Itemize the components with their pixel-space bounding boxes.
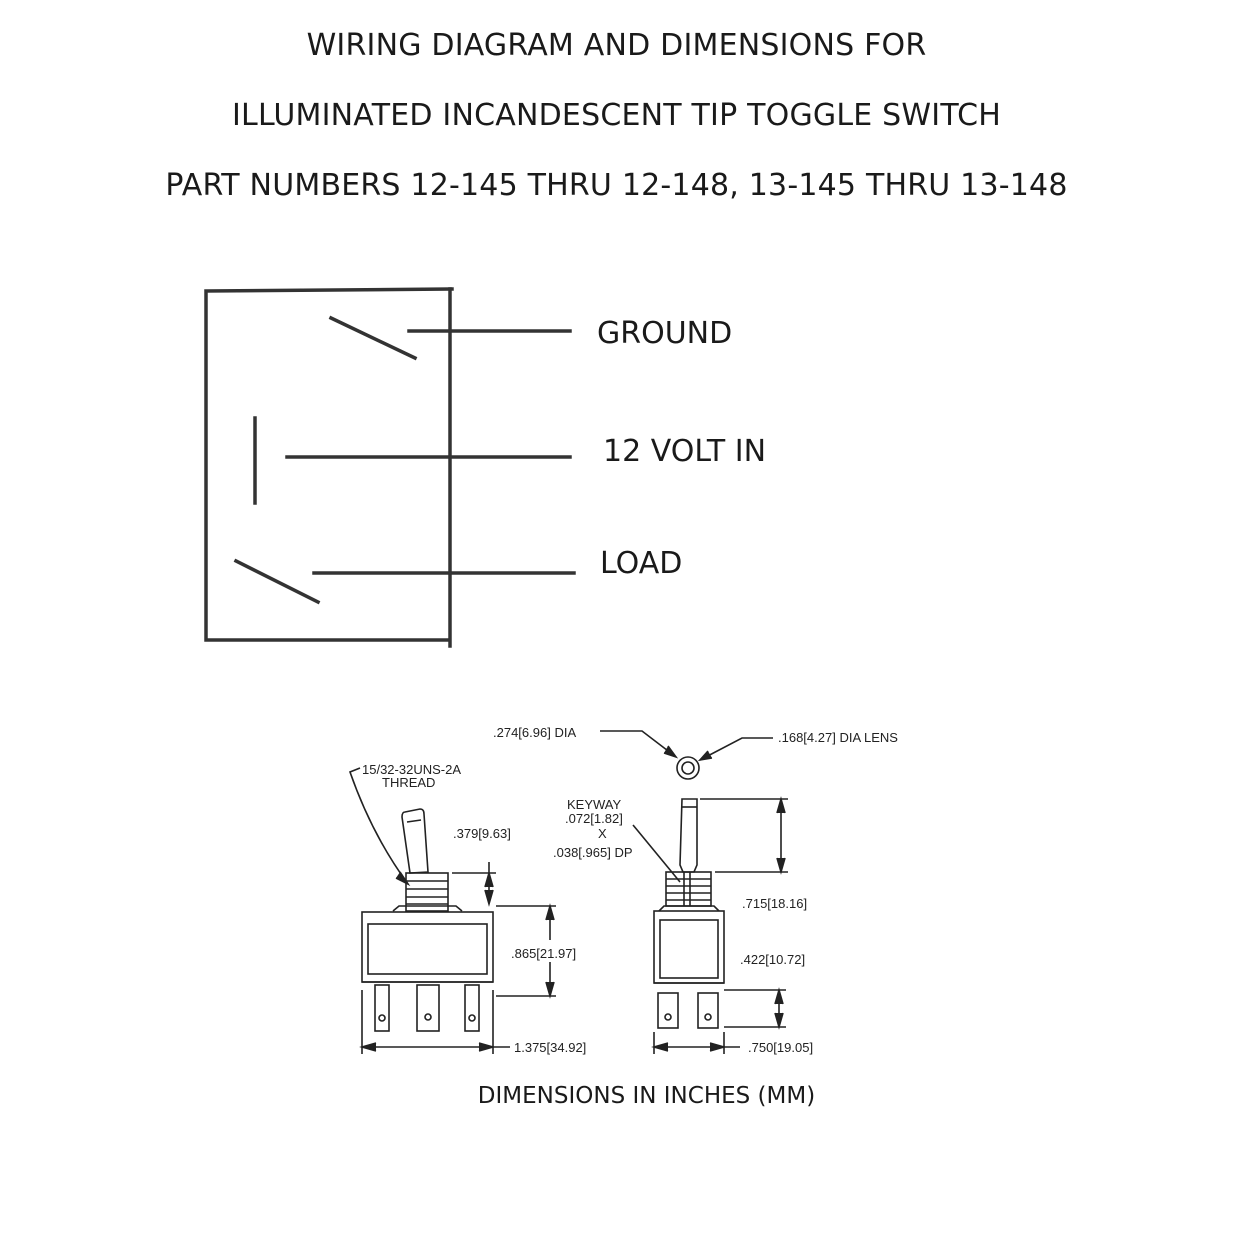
side-width-dimension: .750[19.05] — [748, 1040, 813, 1055]
side-view-drawing — [600, 730, 788, 1054]
switch-body — [361, 911, 494, 983]
thread-spec-line-2: THREAD — [382, 775, 435, 790]
keyway-times: X — [598, 826, 607, 841]
load-switch-blade — [233, 558, 321, 605]
keyway-width: .072[1.82] — [565, 811, 623, 826]
terminal — [416, 984, 440, 1032]
terminal-length-dimension: .422[10.72] — [740, 952, 805, 967]
body-height-dimension: .865[21.97] — [511, 946, 576, 961]
title-line-3: PART NUMBERS 12-145 THRU 12-148, 13-145 … — [165, 168, 1068, 203]
front-view-drawing — [348, 767, 556, 1054]
terminal — [464, 984, 480, 1032]
dimensions-units-note: DIMENSIONS IN INCHES (MM) — [477, 1083, 816, 1109]
ground-label: GROUND — [597, 316, 733, 351]
side-terminal — [697, 992, 719, 1029]
side-terminal — [657, 992, 679, 1029]
volt-in-label: 12 VOLT IN — [603, 434, 767, 469]
lever-length-dimension: .715[18.16] — [742, 896, 807, 911]
side-switch-body — [653, 910, 725, 984]
title-line-2: ILLUMINATED INCANDESCENT TIP TOGGLE SWIT… — [232, 98, 1001, 133]
keyway-depth: .038[.965] DP — [553, 845, 633, 860]
tip-dia-dimension: .274[6.96] DIA — [493, 725, 576, 740]
lens-tip — [676, 756, 700, 780]
keyway-label: KEYWAY — [567, 797, 622, 812]
wiring-schematic — [204, 287, 576, 648]
title-line-1: WIRING DIAGRAM AND DIMENSIONS FOR — [306, 28, 927, 63]
terminal — [374, 984, 390, 1032]
threaded-bushing — [405, 872, 449, 912]
thread-spec-line-1: 15/32-32UNS-2A — [362, 762, 461, 777]
toggle-lever — [401, 808, 429, 874]
lens-dia-dimension: .168[4.27] DIA LENS — [778, 730, 898, 745]
side-threaded-bushing — [665, 871, 712, 907]
bushing-height-dimension: .379[9.63] — [453, 826, 511, 841]
ground-switch-blade — [328, 315, 418, 361]
side-toggle-lever — [679, 798, 698, 873]
switch-housing-outline — [204, 287, 454, 642]
load-label: LOAD — [600, 546, 683, 581]
body-width-dimension: 1.375[34.92] — [514, 1040, 586, 1055]
